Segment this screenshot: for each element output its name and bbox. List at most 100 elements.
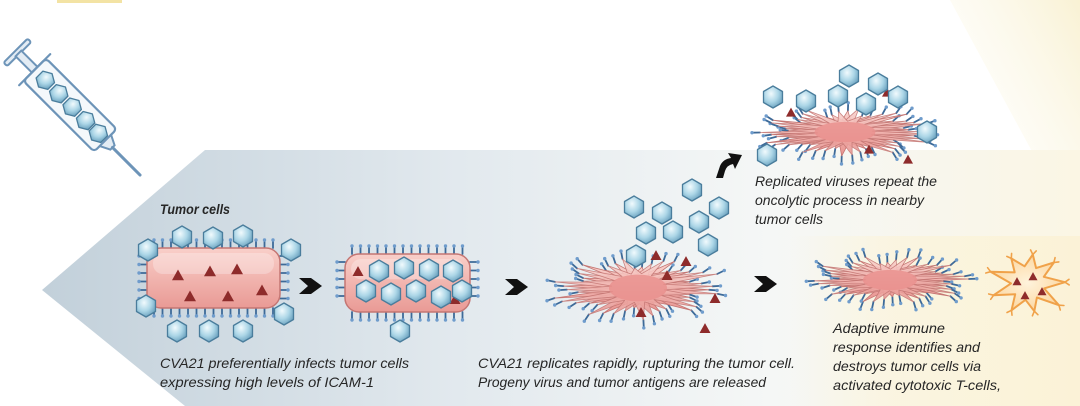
- receptor-head: [476, 277, 480, 281]
- icam1-receptor: [367, 244, 371, 255]
- receptor-head: [668, 314, 672, 318]
- icam1-receptor: [924, 295, 932, 305]
- icam1-receptor: [839, 155, 844, 166]
- virus-icon: [635, 221, 657, 245]
- receptor-head: [220, 314, 224, 318]
- receptor-head: [821, 156, 825, 161]
- icam1-receptor: [186, 307, 190, 318]
- receptor-head: [940, 257, 945, 261]
- receptor-head: [811, 156, 815, 160]
- receptor-head: [861, 247, 865, 252]
- receptor-head: [858, 307, 862, 311]
- receptor-head: [452, 244, 456, 248]
- receptor-head: [418, 318, 422, 322]
- receptor-head: [443, 318, 448, 322]
- icam1-receptor: [452, 311, 456, 322]
- icam1-receptor: [392, 311, 397, 322]
- virus-icon: [389, 319, 411, 343]
- virus-icon: [855, 92, 877, 116]
- icam1-receptor: [658, 310, 664, 321]
- receptor-head: [778, 128, 782, 132]
- icam1-receptor: [891, 295, 895, 307]
- receptor-head: [676, 252, 680, 257]
- icam1-receptor: [335, 285, 346, 290]
- receptor-head: [575, 257, 579, 261]
- icam1-receptor: [569, 261, 578, 270]
- receptor-head: [568, 292, 572, 296]
- icam1-receptor: [279, 262, 290, 267]
- icam1-receptor: [211, 307, 216, 318]
- icam1-receptor: [667, 303, 675, 313]
- virus-icon: [756, 143, 778, 167]
- tumor-cell: [137, 238, 290, 318]
- receptor-head: [367, 318, 371, 322]
- receptor-head: [707, 280, 711, 284]
- icam1-receptor: [245, 307, 250, 318]
- icam1-receptor: [820, 284, 831, 290]
- icam1-receptor: [832, 147, 837, 159]
- tumor-antigen-icon: [231, 263, 243, 275]
- virus-icon: [232, 224, 254, 248]
- icam1-receptor: [881, 105, 888, 115]
- icam1-receptor: [828, 105, 833, 116]
- receptor-head: [931, 255, 935, 260]
- receptor-head: [569, 261, 573, 265]
- icam1-receptor: [688, 296, 699, 303]
- receptor-head: [898, 153, 902, 157]
- icam1-receptor: [846, 101, 850, 112]
- icam1-receptor: [619, 249, 624, 260]
- receptor-head: [828, 105, 832, 109]
- icam1-receptor: [905, 114, 915, 122]
- receptor-head: [358, 244, 363, 248]
- receptor-head: [957, 291, 961, 295]
- receptor-head: [847, 300, 851, 304]
- icam1-receptor: [907, 126, 918, 131]
- tumor-antigen-icon: [1037, 287, 1047, 296]
- receptor-head: [919, 117, 923, 121]
- icam1-receptor: [963, 273, 975, 278]
- icam1-receptor: [358, 244, 363, 255]
- receptor-head: [271, 314, 275, 318]
- icam1-receptor: [881, 298, 886, 309]
- receptor-head: [286, 262, 290, 267]
- icam1-receptor: [409, 311, 414, 322]
- icam1-receptor: [460, 244, 465, 255]
- receptor-head: [845, 262, 849, 267]
- icam1-receptor: [435, 244, 439, 255]
- receptor-head: [271, 238, 275, 242]
- virus-icon: [135, 294, 157, 318]
- icam1-receptor: [870, 146, 877, 157]
- icam1-receptor: [177, 307, 182, 318]
- icam1-receptor: [203, 307, 207, 318]
- receptor-head: [375, 318, 380, 322]
- receptor-head: [664, 251, 668, 256]
- icam1-receptor: [262, 307, 267, 318]
- ruptured-tumor-cell: [750, 98, 940, 166]
- receptor-head: [392, 244, 397, 248]
- icam1-receptor: [821, 272, 833, 278]
- virus-icon: [697, 233, 719, 257]
- icam1-receptor: [953, 292, 963, 300]
- receptor-head: [930, 297, 934, 301]
- receptor-head: [169, 314, 173, 318]
- icam1-receptor: [814, 259, 824, 268]
- icam1-receptor: [469, 268, 480, 273]
- icam1-receptor: [808, 282, 820, 287]
- receptor-head: [375, 244, 380, 248]
- receptor-head: [254, 238, 258, 242]
- icam1-receptor: [716, 268, 726, 275]
- receptor-head: [832, 154, 836, 159]
- icam1-receptor: [384, 311, 388, 322]
- receptor-head: [895, 250, 899, 254]
- receptor-head: [762, 117, 766, 122]
- virus-icon: [35, 70, 56, 91]
- receptor-head: [203, 314, 207, 318]
- syringe-virus-load: [35, 70, 109, 144]
- receptor-head: [603, 256, 607, 261]
- receptor-head: [574, 276, 578, 281]
- icam1-receptor: [452, 244, 456, 255]
- icam1-receptor: [237, 307, 241, 318]
- icam1-receptor: [426, 244, 431, 255]
- receptor-head: [959, 296, 963, 300]
- icam1-receptor: [582, 313, 590, 323]
